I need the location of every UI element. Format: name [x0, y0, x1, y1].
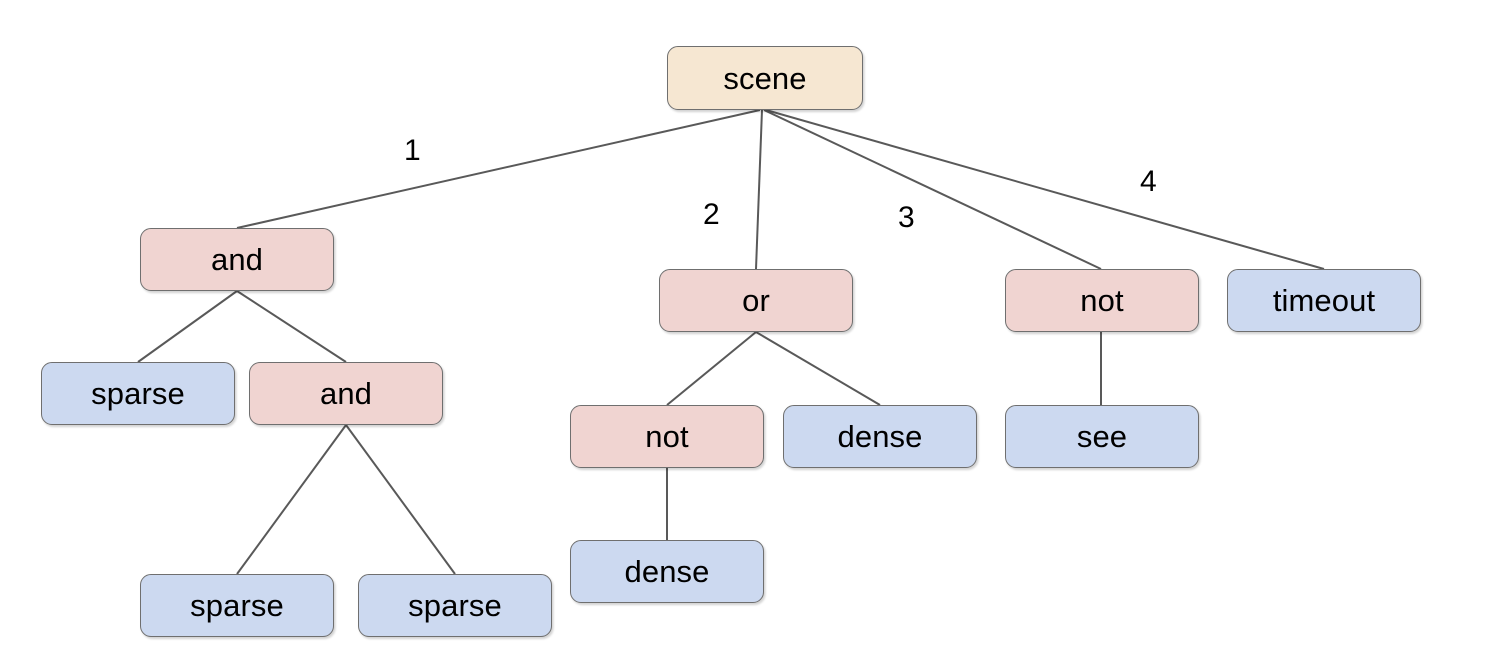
tree-edge-scene-timeout: [765, 109, 1325, 270]
tree-edge-or1-not1: [666, 331, 757, 406]
tree-node-or1[interactable]: or: [659, 269, 853, 332]
edge-label-1: 1: [404, 134, 421, 167]
tree-node-see[interactable]: see: [1005, 405, 1199, 468]
tree-node-scene[interactable]: scene: [667, 46, 863, 110]
tree-edge-scene-or1: [755, 109, 763, 270]
tree-edge-and2-sparse2: [236, 424, 347, 575]
edge-label-4: 4: [1140, 165, 1157, 198]
tree-node-not1[interactable]: not: [570, 405, 764, 468]
tree-edge-and2-sparse3: [345, 424, 456, 575]
tree-node-timeout[interactable]: timeout: [1227, 269, 1421, 332]
tree-edge-and1-sparse1: [137, 290, 238, 363]
tree-node-sparse2[interactable]: sparse: [140, 574, 334, 637]
edge-label-2: 2: [703, 198, 720, 231]
tree-edge-or1-dense1: [755, 331, 881, 406]
tree-edge-and1-and2: [236, 290, 347, 363]
tree-node-sparse1[interactable]: sparse: [41, 362, 235, 425]
tree-edge-scene-and1: [236, 109, 761, 229]
tree-edge-scene-not2: [763, 109, 1102, 270]
tree-node-dense2[interactable]: dense: [570, 540, 764, 603]
tree-node-not2[interactable]: not: [1005, 269, 1199, 332]
edge-label-3: 3: [898, 201, 915, 234]
tree-node-dense1[interactable]: dense: [783, 405, 977, 468]
tree-node-sparse3[interactable]: sparse: [358, 574, 552, 637]
tree-node-and2[interactable]: and: [249, 362, 443, 425]
tree-node-and1[interactable]: and: [140, 228, 334, 291]
